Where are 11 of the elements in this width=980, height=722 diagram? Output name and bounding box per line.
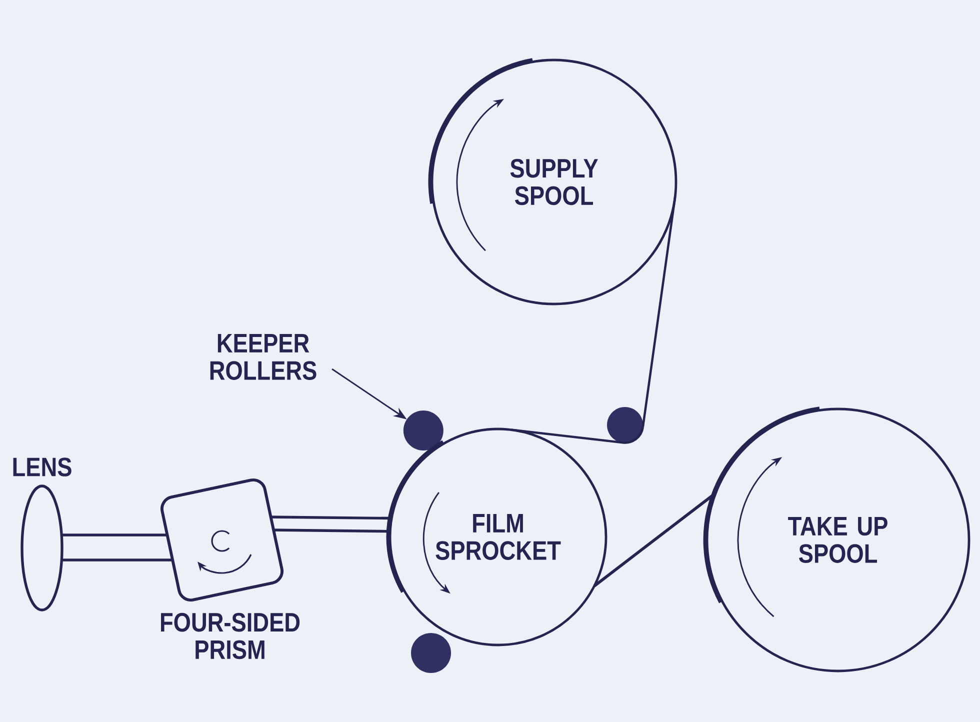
beam-line	[62, 558, 174, 562]
beam-line	[62, 534, 168, 536]
film-line	[511, 426, 644, 444]
film-line	[642, 196, 676, 428]
film-line	[593, 492, 717, 588]
part-label: FOUR-SIDED PRISM	[161, 612, 300, 660]
part-label: LENS	[13, 458, 72, 476]
roller	[607, 407, 643, 443]
roller	[411, 633, 451, 673]
part-label: KEEPER ROLLERS	[210, 334, 316, 380]
roller	[403, 410, 444, 450]
